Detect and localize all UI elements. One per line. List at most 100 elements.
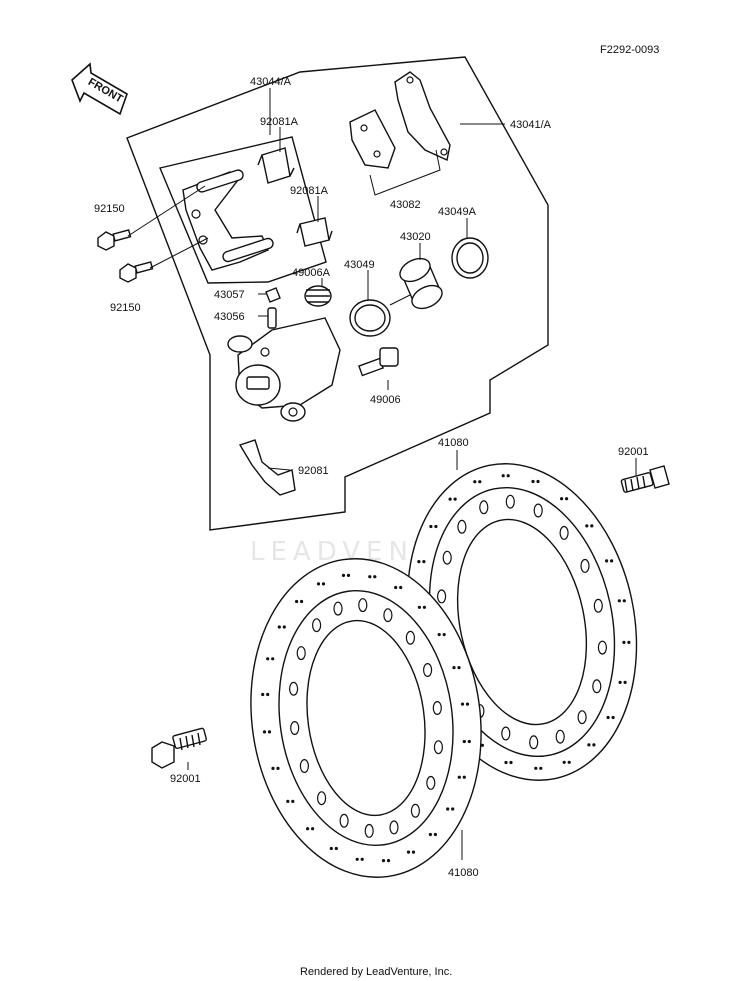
callout-43044a: 43044/A — [250, 76, 292, 88]
disc-drill-hole — [422, 605, 426, 609]
disc-drill-hole — [618, 680, 622, 685]
disc-drill-hole — [465, 702, 470, 706]
disc-slot — [533, 503, 543, 518]
brake-pads-icon — [349, 71, 451, 169]
disc-drill-hole — [457, 775, 461, 779]
disc-drill-hole — [606, 715, 610, 720]
disc-drill-hole — [411, 850, 416, 854]
disc-drill-hole — [399, 585, 403, 590]
disc-drill-hole — [462, 739, 466, 744]
disc-drill-hole — [360, 857, 364, 861]
disc-slot — [529, 735, 539, 750]
disc-slot — [426, 775, 436, 790]
caliper-assembly-outline — [126, 56, 549, 531]
callout-43082: 43082 — [390, 199, 421, 211]
disc-drill-hole — [480, 743, 484, 747]
disc-drill-hole — [422, 560, 426, 564]
disc-slot — [296, 646, 306, 661]
disc-slot — [433, 740, 443, 755]
callout-43056: 43056 — [214, 311, 245, 323]
disc-drill-hole — [562, 760, 566, 764]
disc-slot — [410, 803, 420, 818]
disc-drill-hole — [560, 497, 564, 501]
disc-drill-hole — [334, 846, 338, 851]
disc-slot — [389, 820, 399, 835]
disc-drill-hole — [266, 692, 270, 697]
disc-drill-hole — [617, 599, 621, 603]
disc-drill-hole — [536, 479, 540, 484]
disc-slot — [555, 729, 565, 744]
disc-drill-hole — [467, 739, 471, 744]
disc-drill-hole — [262, 730, 267, 734]
disc-slot — [501, 726, 511, 741]
disc-drill-hole — [346, 573, 351, 578]
disc-slot — [383, 608, 393, 623]
disc-drill-hole — [437, 633, 441, 637]
disc-drill-hole — [321, 582, 326, 586]
disc-drill-hole — [394, 585, 398, 590]
disc-drill-hole — [417, 605, 421, 609]
disc-slot — [299, 758, 309, 773]
caliper-body-icon — [227, 317, 341, 422]
callout-43020: 43020 — [400, 231, 431, 243]
disc-slot — [290, 720, 300, 735]
holder-outline — [159, 136, 327, 284]
disc-drill-hole — [271, 657, 275, 661]
disc-drill-hole — [565, 497, 569, 501]
bolt-92150-top-icon — [97, 229, 132, 251]
disc-drill-hole — [300, 599, 304, 604]
callout-92081a-mid: 92081A — [290, 185, 329, 197]
disc-slot — [580, 558, 590, 573]
disc-drill-hole — [266, 657, 270, 661]
disc-drill-hole — [567, 760, 571, 764]
disc-drill-hole — [446, 807, 450, 811]
disc-drill-hole — [478, 480, 482, 484]
disc-slot — [405, 630, 415, 645]
disc-drill-hole — [460, 702, 465, 706]
disc-drill-hole — [271, 766, 275, 771]
disc-slot — [333, 601, 343, 616]
callout-43041a: 43041/A — [510, 119, 552, 131]
caliper-holder-bracket — [182, 169, 274, 271]
disc-drill-hole — [316, 582, 321, 586]
disc-slot — [597, 640, 608, 655]
disc-drill-hole — [453, 497, 457, 501]
disc-drill-hole — [627, 640, 631, 645]
callout-43057: 43057 — [214, 289, 245, 301]
callout-43049: 43049 — [344, 259, 375, 271]
disc-drill-hole — [605, 559, 609, 563]
disc-bolt-left-icon — [151, 727, 207, 769]
slide-pin-icon — [358, 347, 399, 377]
disc-slot — [457, 519, 467, 534]
disc-drill-hole — [282, 625, 286, 629]
brake-disc-front-icon — [250, 558, 482, 878]
disc-drill-hole — [610, 559, 614, 563]
callout-41080-top: 41080 — [438, 437, 469, 449]
disc-drill-hole — [451, 807, 455, 811]
callout-41080-bottom: 41080 — [448, 867, 479, 879]
disc-drill-hole — [504, 760, 508, 765]
disc-slot — [559, 525, 569, 540]
disc-drill-hole — [277, 625, 281, 629]
disc-drill-hole — [473, 480, 477, 484]
disc-slot — [423, 662, 433, 677]
bolt-92150-bottom-icon — [119, 261, 154, 283]
disc-drill-hole — [373, 575, 377, 579]
disc-drill-hole — [539, 766, 543, 770]
disc-drill-hole — [406, 850, 411, 854]
callout-92081a-top: 92081A — [260, 116, 299, 128]
disc-drill-hole — [590, 524, 594, 528]
front-arrow-icon: FRONT — [71, 62, 128, 116]
disc-drill-hole — [286, 799, 290, 804]
disc-drill-hole — [291, 799, 295, 804]
disc-slot — [479, 500, 489, 515]
bleeder-valve-icon — [267, 307, 277, 329]
disc-slot — [437, 589, 447, 604]
disc-slot — [505, 494, 515, 509]
callout-92001-left: 92001 — [170, 773, 201, 785]
disc-drill-hole — [355, 857, 359, 861]
disc-drill-hole — [417, 560, 421, 564]
disc-drill-hole — [329, 846, 333, 851]
disc-drill-hole — [428, 832, 432, 837]
disc-drill-hole — [386, 859, 391, 863]
